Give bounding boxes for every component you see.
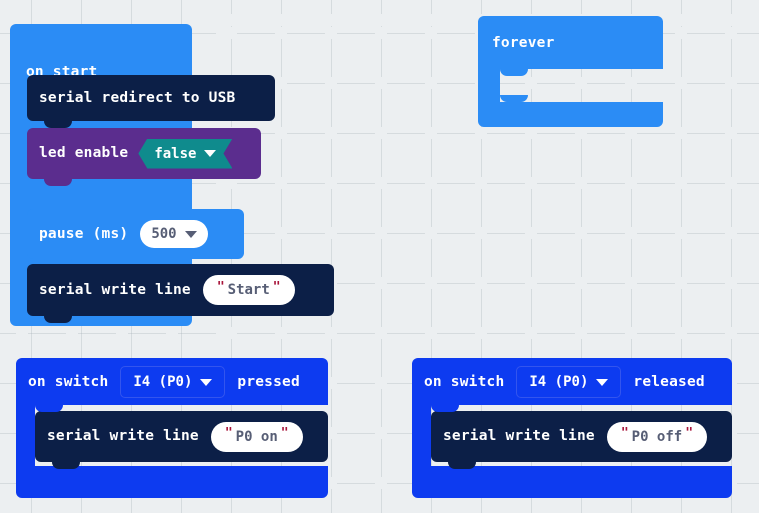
on-switch-released-left-spine <box>412 398 431 478</box>
block-serial-redirect-to-usb[interactable]: serial redirect to USB <box>27 75 275 121</box>
on-switch-pressed-inner-notch <box>35 405 63 412</box>
forever-hat-bottom[interactable] <box>478 102 663 127</box>
block-serial-write-line-start[interactable]: serial write line " Start " <box>27 264 334 316</box>
serial-write-line-p0-off-label: serial write line <box>443 428 595 445</box>
pause-ms-notch <box>44 259 72 266</box>
on-switch-pressed-pin-value: I4 (P0) <box>133 374 193 390</box>
led-enable-boolean-dropdown[interactable]: false <box>138 139 232 169</box>
on-switch-released-pin-value: I4 (P0) <box>529 374 589 390</box>
serial-write-line-label: serial write line <box>39 281 191 298</box>
on-switch-released-inner-notch <box>431 405 459 412</box>
chevron-down-icon <box>200 378 213 386</box>
script-forever[interactable]: forever <box>478 16 663 127</box>
close-quote: " <box>280 426 289 441</box>
pause-ms-number-dropdown[interactable]: 500 <box>140 220 208 248</box>
forever-hat-top[interactable] <box>478 16 663 69</box>
block-pause-ms[interactable]: pause (ms) 500 <box>27 209 244 259</box>
serial-write-line-p0-on-label: serial write line <box>47 428 199 445</box>
on-switch-pressed-suffix: pressed <box>237 373 300 390</box>
on-switch-pressed-footer[interactable] <box>16 466 328 498</box>
script-on-switch-pressed[interactable]: on switch I4 (P0) pressed serial write l… <box>16 358 328 498</box>
chevron-down-icon <box>184 230 197 238</box>
serial-write-line-p0-off-string-field[interactable]: " P0 off " <box>606 421 708 452</box>
block-led-enable[interactable]: led enable false <box>27 128 261 179</box>
open-quote: " <box>216 279 225 295</box>
block-serial-write-line-p0-off[interactable]: serial write line " P0 off " <box>431 411 732 462</box>
on-switch-pressed-prefix: on switch <box>28 373 109 390</box>
serial-write-line-p0-on-notch <box>52 462 80 469</box>
script-on-switch-released[interactable]: on switch I4 (P0) released serial write … <box>412 358 732 498</box>
led-enable-value: false <box>154 145 197 162</box>
script-on-start[interactable]: on start serial redirect to USB led enab… <box>10 24 334 326</box>
serial-write-line-string-field[interactable]: " Start " <box>202 275 295 305</box>
on-switch-released-suffix: released <box>633 373 705 390</box>
serial-redirect-to-usb-label: serial redirect to USB <box>39 89 236 106</box>
pause-ms-value: 500 <box>151 226 177 242</box>
on-start-top-notch <box>28 24 56 31</box>
serial-write-line-p0-off-notch <box>448 462 476 469</box>
open-quote: " <box>224 426 233 441</box>
on-switch-released-pin-dropdown[interactable]: I4 (P0) <box>516 366 622 398</box>
chevron-down-icon <box>204 150 216 157</box>
on-switch-pressed-left-spine <box>16 398 35 478</box>
close-quote: " <box>272 279 281 295</box>
serial-write-line-p0-off-value: P0 off <box>631 428 683 445</box>
forever-inner-notch <box>500 69 528 76</box>
led-enable-label: led enable <box>39 145 129 162</box>
block-serial-write-line-p0-on[interactable]: serial write line " P0 on " <box>35 411 328 462</box>
pause-ms-label: pause (ms) <box>39 225 129 242</box>
serial-write-line-p0-on-string-field[interactable]: " P0 on " <box>210 421 303 452</box>
serial-write-line-value: Start <box>227 282 270 298</box>
led-enable-notch <box>44 179 72 186</box>
close-quote: " <box>685 426 694 441</box>
forever-label: forever <box>492 35 555 51</box>
serial-write-line-start-notch <box>44 316 72 323</box>
on-switch-released-prefix: on switch <box>424 373 505 390</box>
on-switch-pressed-pin-dropdown[interactable]: I4 (P0) <box>120 366 226 398</box>
on-switch-released-footer[interactable] <box>412 466 732 498</box>
serial-write-line-p0-on-value: P0 on <box>235 428 278 445</box>
serial-redirect-notch <box>44 121 72 128</box>
forever-left-spine <box>478 61 500 111</box>
open-quote: " <box>620 426 629 441</box>
chevron-down-icon <box>596 378 609 386</box>
forever-inner-bottom-notch <box>500 95 528 102</box>
